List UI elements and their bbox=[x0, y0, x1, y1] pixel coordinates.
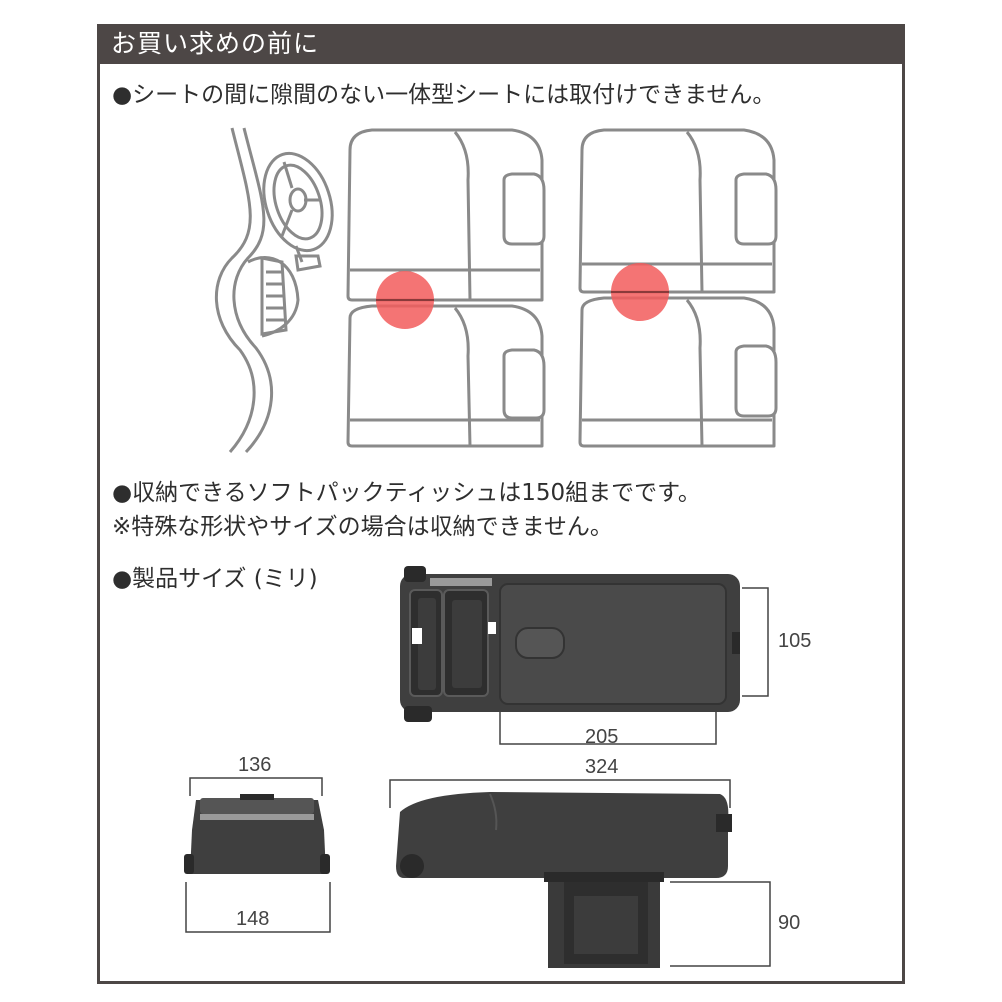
note-tissue-capacity: ●収納できるソフトパックティッシュは150組までです。 bbox=[112, 480, 701, 506]
seat-pair-left bbox=[346, 128, 546, 448]
header-title: お買い求めの前に bbox=[111, 29, 320, 58]
dim-depth: 105 bbox=[778, 630, 812, 652]
dim-height: 90 bbox=[778, 912, 801, 934]
section-header: お買い求めの前に bbox=[97, 24, 905, 64]
dimension-lines bbox=[185, 587, 771, 967]
product-top-view bbox=[400, 566, 740, 722]
note-tissue-exception: ※特殊な形状やサイズの場合は収納できません。 bbox=[112, 514, 613, 540]
dim-front-width-top: 136 bbox=[238, 754, 272, 776]
dim-length: 324 bbox=[585, 756, 619, 778]
seat-pair-right bbox=[578, 128, 778, 448]
dim-top-width: 205 bbox=[585, 726, 619, 748]
dashboard-illustration bbox=[214, 127, 322, 454]
note-seat-restriction: ●シートの間に隙間のない一体型シートには取付けできません。 bbox=[112, 82, 776, 108]
dim-front-width-bottom: 148 bbox=[236, 908, 270, 930]
steering-wheel-icon bbox=[262, 151, 334, 263]
product-front-view bbox=[184, 794, 330, 874]
note-product-size: ●製品サイズ (ミリ) bbox=[112, 566, 318, 592]
product-side-view bbox=[396, 792, 732, 968]
